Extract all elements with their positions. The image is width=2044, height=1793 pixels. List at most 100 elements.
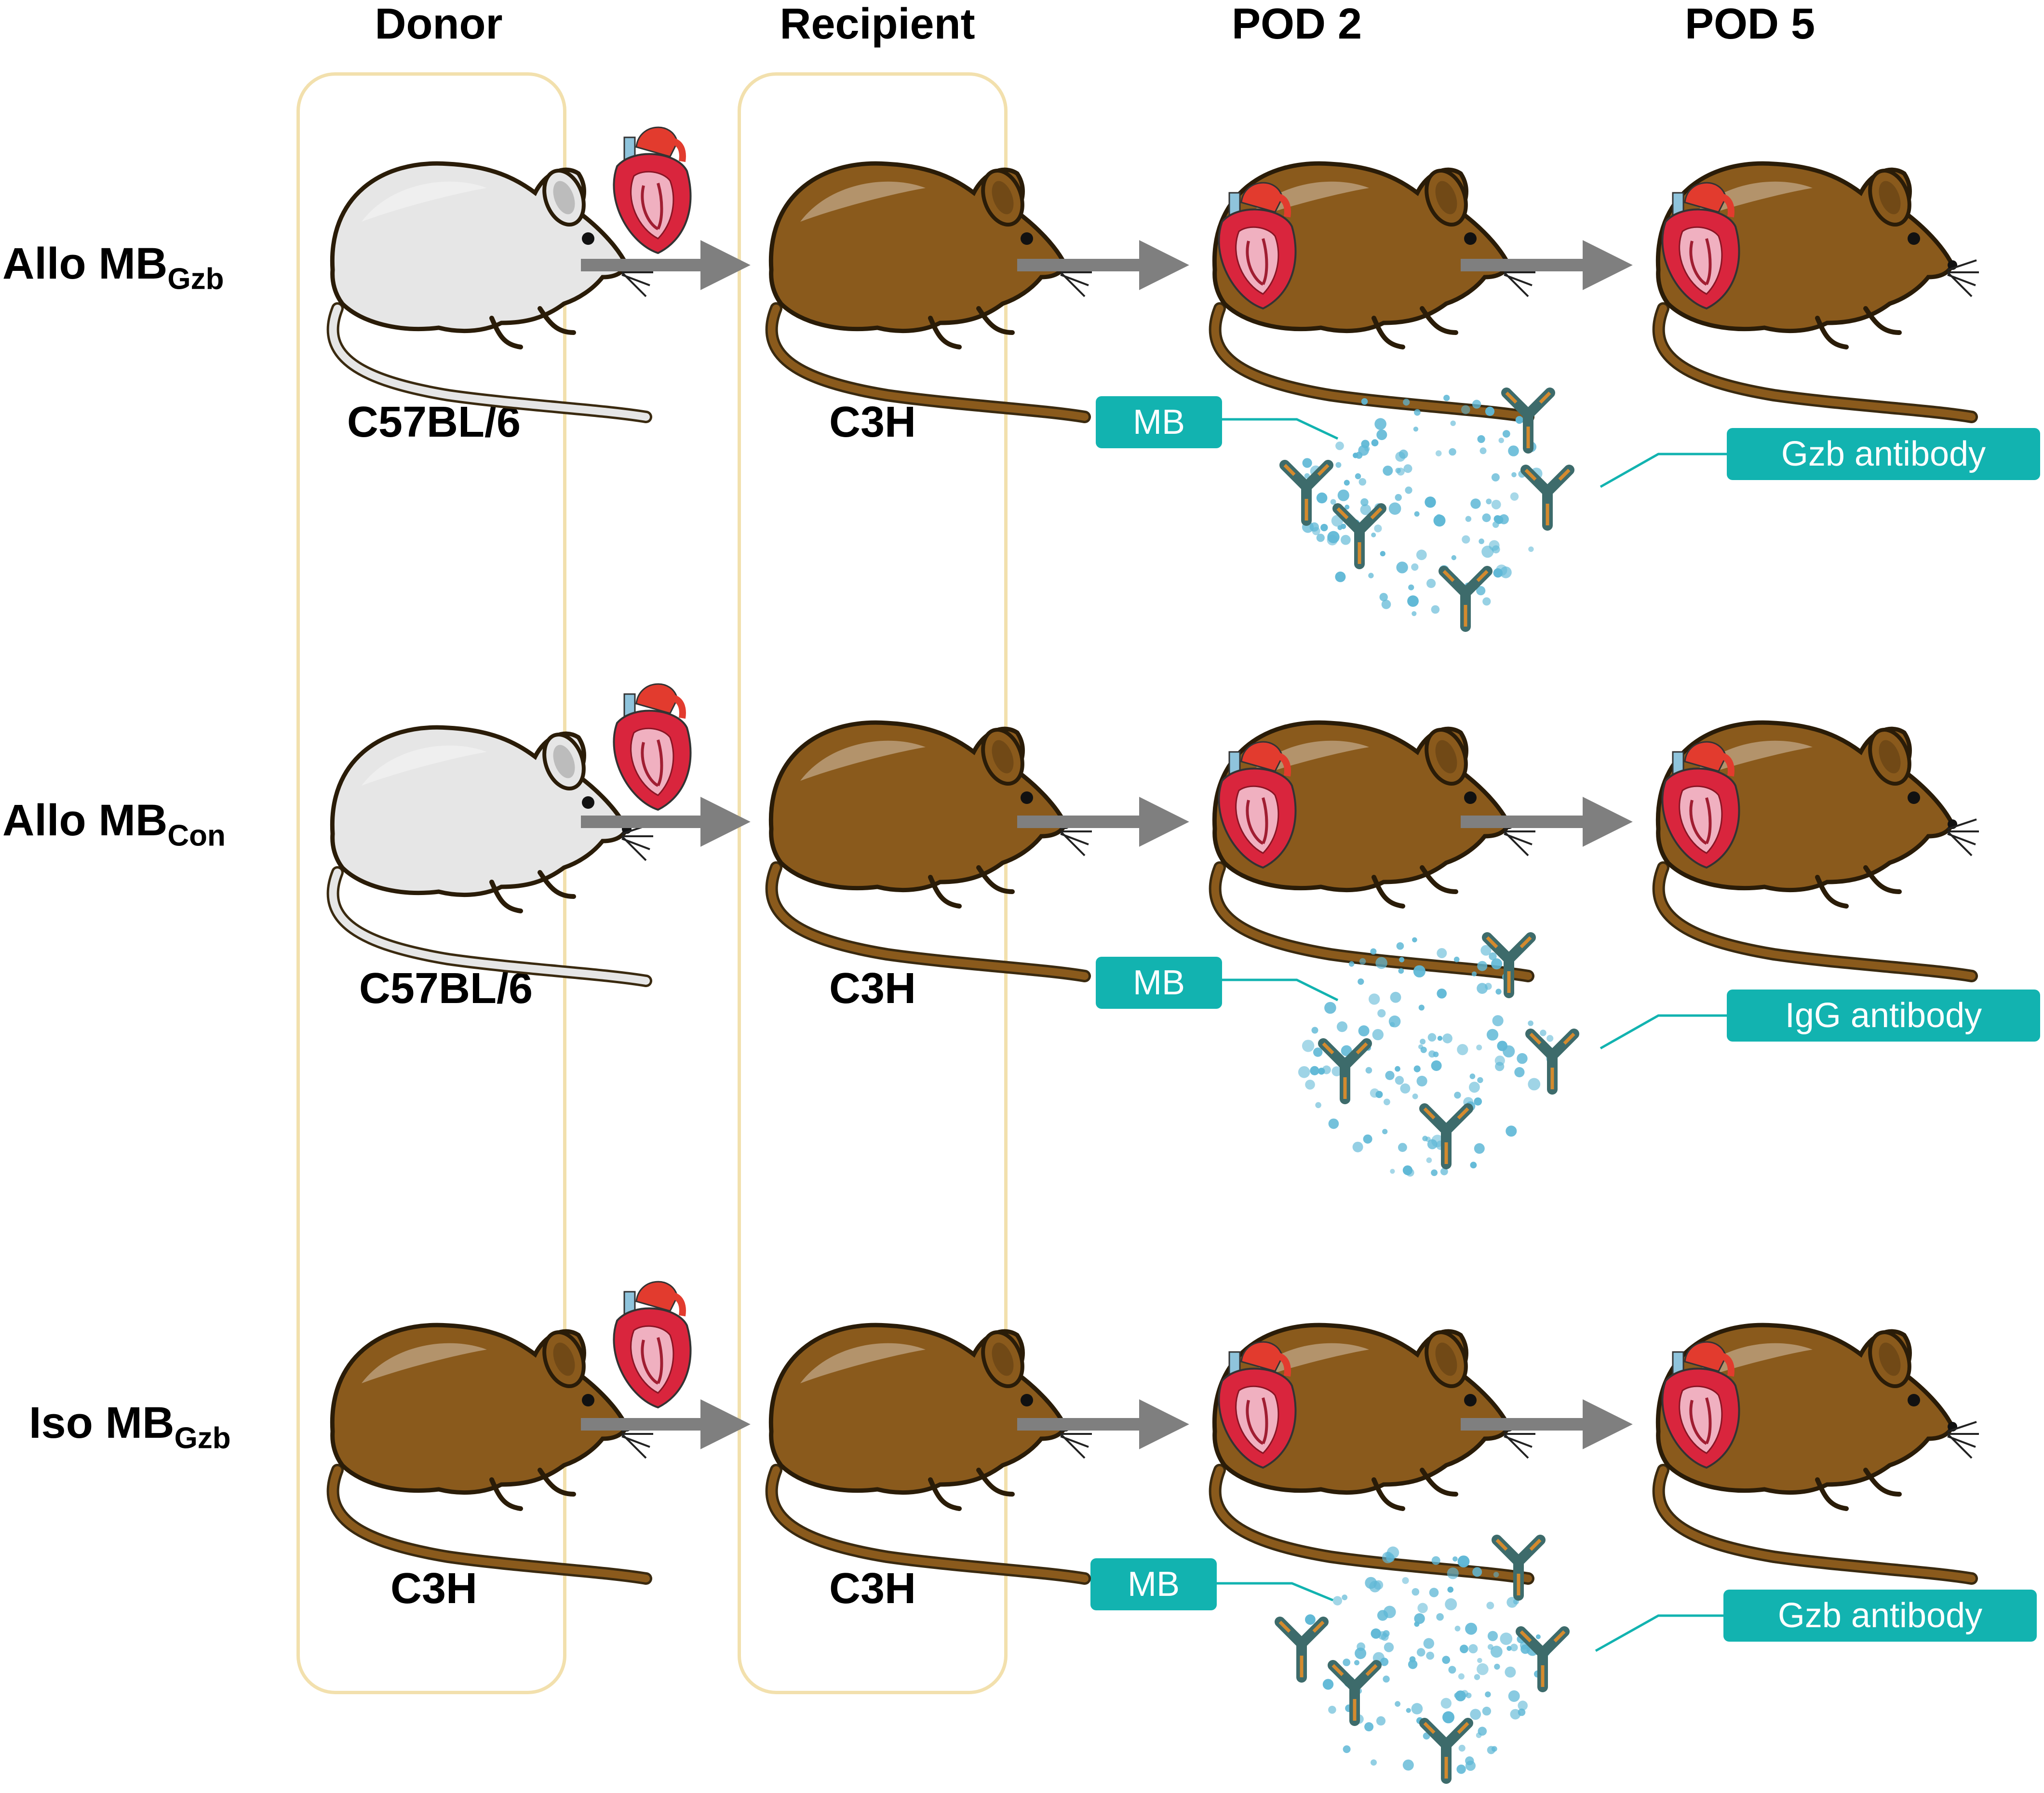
microbubble-dot [1390, 1169, 1395, 1174]
microbubble-dot [1491, 958, 1503, 970]
microbubble-dot [1426, 578, 1436, 588]
microbubble-dot [1476, 1044, 1482, 1051]
microbubble-dot [1413, 965, 1425, 977]
column-header-pod5: POD 5 [1684, 0, 1815, 48]
microbubble-dot [1480, 945, 1492, 956]
microbubble-dot [1468, 1644, 1478, 1654]
microbubble-dot [1465, 516, 1472, 522]
column-header-donor: Donor [375, 0, 503, 48]
microbubble-dot [1395, 1076, 1404, 1085]
microbubble-dot [1360, 504, 1372, 515]
microbubble-dot [1479, 447, 1487, 455]
microbubble-dot [1460, 1645, 1468, 1654]
microbubble-dot [1477, 435, 1485, 443]
microbubble-dot [1493, 1572, 1499, 1578]
microbubble-dot [1322, 1065, 1331, 1074]
microbubble-dot [1381, 600, 1391, 609]
microbubble-dot [1298, 1066, 1310, 1078]
microbubble-dot [1335, 442, 1344, 450]
microbubble-dot [1413, 427, 1419, 432]
row-label-allo-gzb: Allo MBGzb [2, 239, 224, 296]
microbubble-dot [1491, 1746, 1497, 1752]
microbubble-dot [1454, 1092, 1461, 1099]
microbubble-dot [1316, 534, 1325, 542]
microbubble-dot [1431, 1135, 1444, 1148]
heart-icon [614, 1282, 690, 1407]
microbubble-dot [1336, 1021, 1348, 1032]
microbubble-dot [1511, 472, 1517, 478]
microbubble-dot [1412, 1588, 1420, 1596]
microbubble-dot [1518, 1700, 1528, 1711]
antibody-connector-line [1595, 1614, 1723, 1652]
row-label-allo-con: Allo MBCon [2, 795, 226, 853]
microbubble-dot [1490, 1646, 1503, 1658]
microbubble-dot [1437, 1036, 1443, 1041]
microbubble-dot [1361, 440, 1370, 448]
microbubble-dot [1312, 527, 1320, 535]
microbubble-dot [1414, 1613, 1425, 1624]
microbubble-dot [1335, 462, 1342, 468]
microbubble-dot [1487, 1631, 1498, 1641]
microbubble-dot [1486, 1029, 1499, 1041]
microbubble-dot [1466, 1692, 1472, 1699]
microbubble-dot [1491, 473, 1500, 482]
microbubble-dot [1471, 971, 1477, 977]
microbubble-dot [1425, 496, 1436, 508]
row2-graphics [332, 684, 1979, 1177]
antibody-icon [1526, 470, 1569, 525]
recipient-column-frame [738, 72, 1008, 1694]
microbubble-dot [1505, 1666, 1516, 1678]
microbubble-dot [1375, 957, 1387, 969]
microbubble-dot [1528, 1078, 1541, 1091]
antibody-connector-line [1600, 1014, 1727, 1050]
microbubble-dot [1442, 1711, 1454, 1724]
row-label-subscript: Gzb [167, 262, 224, 296]
row1-graphics [332, 127, 1979, 627]
antibody-icon [1425, 1109, 1468, 1164]
microbubble-dot [1462, 535, 1470, 544]
donor-mouse-white-icon [332, 727, 653, 981]
microbubble-dot [1315, 1102, 1321, 1109]
mb-connector-line [1222, 418, 1339, 440]
microbubble-dot [1399, 957, 1405, 963]
microbubble-dot [1395, 1066, 1400, 1072]
microbubble-dot [1447, 1567, 1459, 1579]
microbubble-dot [1426, 1157, 1432, 1163]
microbubble-dot [1546, 1035, 1554, 1042]
column-header-recipient: Recipient [780, 0, 975, 48]
antibody-icon [1280, 1622, 1323, 1677]
microbubble-dot [1414, 1621, 1420, 1627]
microbubble-dot [1482, 1706, 1492, 1716]
microbubble-dot [1322, 1679, 1334, 1690]
microbubble-dot [1395, 468, 1401, 473]
microbubble-dot [1423, 1638, 1434, 1649]
microbubble-dot [1477, 1077, 1483, 1084]
microbubble-dot [1477, 1658, 1482, 1663]
microbubble-dot [1517, 1053, 1528, 1064]
microbubble-dot [1369, 993, 1380, 1005]
microbubble-dot [1470, 498, 1481, 509]
row3-graphics [332, 1282, 1979, 1779]
microbubble-dot [1435, 450, 1442, 456]
microbubble-dot [1486, 498, 1492, 505]
microbubble-dot [1447, 1586, 1453, 1593]
microbubble-dot [1358, 478, 1367, 486]
microbubble-dot [1407, 595, 1419, 607]
microbubble-dot [1320, 523, 1328, 532]
mb-tag-row1: MB [1096, 396, 1222, 448]
microbubble-dot [1406, 1168, 1414, 1177]
microbubble-dot [1493, 515, 1502, 523]
microbubble-dot [1380, 551, 1385, 557]
microbubble-dot [1388, 502, 1401, 515]
microbubble-dot [1365, 1067, 1372, 1074]
row-label-main: Iso MB [29, 1398, 175, 1447]
microbubble-dot [1311, 1027, 1318, 1034]
microbubble-dot [1383, 1606, 1396, 1619]
antibody-tag-row2: IgG antibody [1727, 990, 2040, 1042]
microbubble-dot [1458, 1744, 1466, 1752]
donor-strain-row2: C57BL/6 [359, 964, 533, 1013]
microbubble-dot [1427, 1033, 1437, 1042]
microbubble-dot [1383, 466, 1393, 476]
microbubble-dot [1502, 430, 1510, 438]
antibody-icon [1333, 1665, 1376, 1721]
